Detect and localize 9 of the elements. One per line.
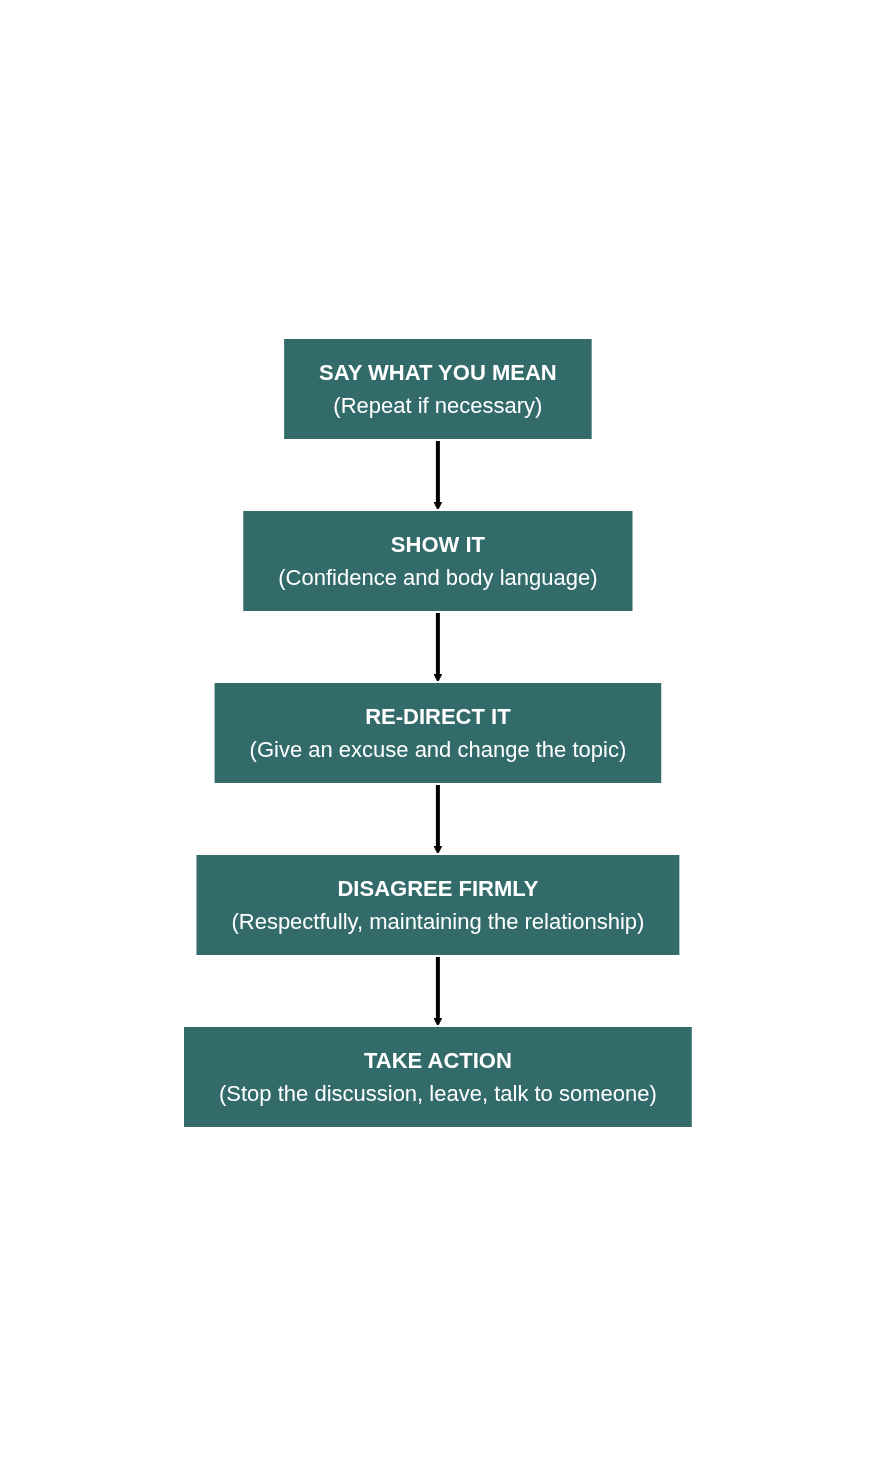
node-box: TAKE ACTION (Stop the discussion, leave, talk to someone): [181, 1025, 694, 1129]
node-box: RE-DIRECT IT (Give an excuse and change the topic): [212, 681, 663, 785]
arrow: [433, 956, 442, 1027]
arrow: [433, 784, 442, 855]
node-box: SHOW IT (Confidence and body language): [240, 509, 635, 613]
node-box: DISAGREE FIRMLY (Respectfully, maintaining the relationship): [194, 853, 681, 957]
arrow: [433, 612, 442, 683]
arrow: [433, 440, 442, 511]
node-box: SAY WHAT YOU MEAN (Repeat if necessary): [281, 337, 594, 441]
